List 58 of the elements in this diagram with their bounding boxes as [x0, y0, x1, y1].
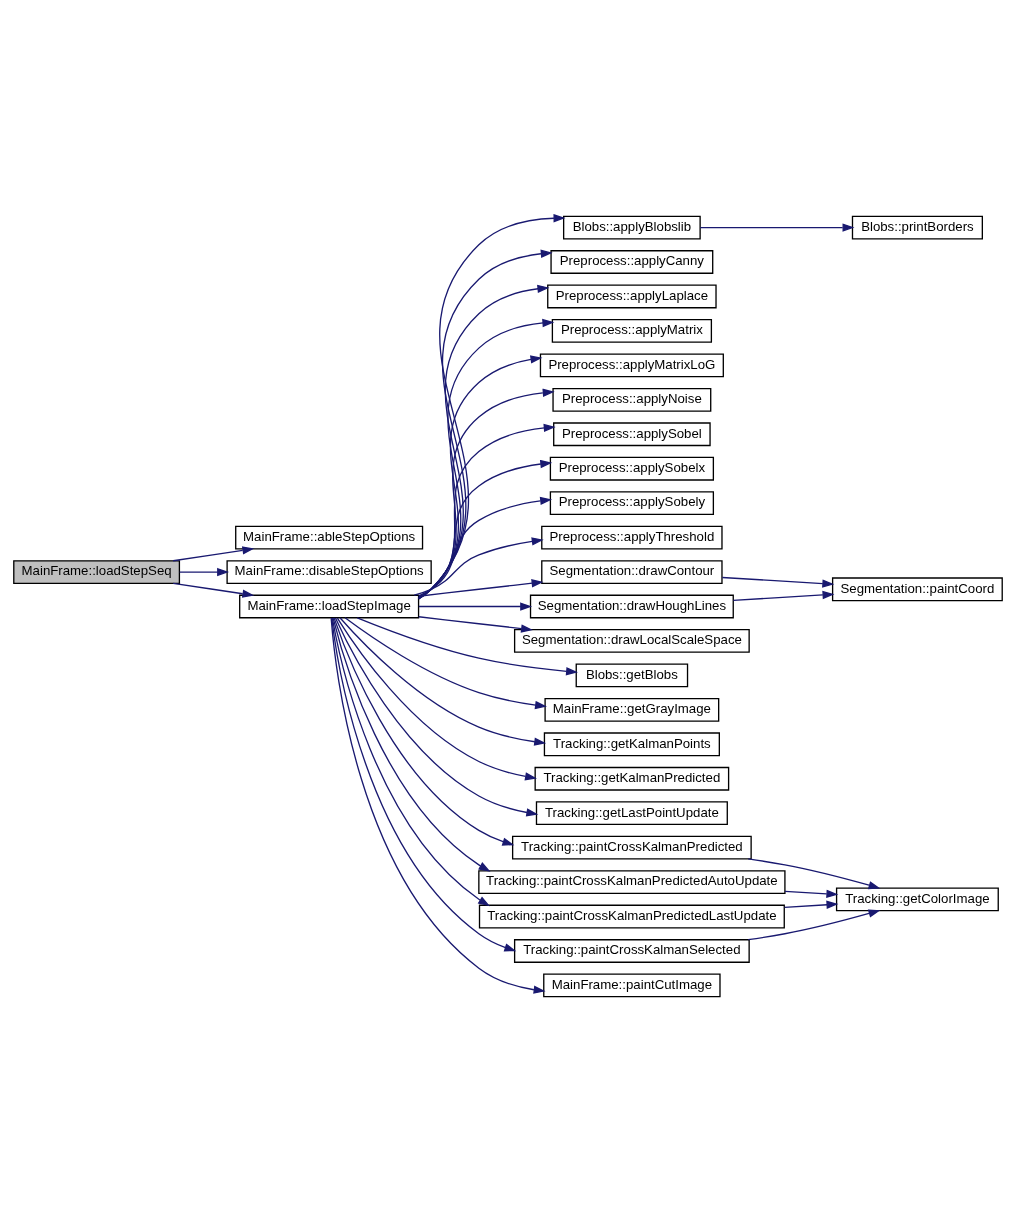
- node-box: Preprocess::applySobelx: [549, 456, 715, 481]
- node-box: Tracking::paintCrossKalmanPredictedLastUpdate: [478, 904, 785, 929]
- arrow: [178, 567, 230, 577]
- node-box: Tracking::getKalmanPoints: [543, 732, 720, 757]
- arrow: [747, 909, 881, 941]
- node-box: Segmentation::paintCoord: [831, 577, 1003, 602]
- arrow: [172, 582, 255, 598]
- node-box: Segmentation::drawHoughLines: [529, 594, 734, 619]
- arrow: [699, 223, 855, 232]
- arrow: [344, 617, 547, 710]
- node-box: Tracking::getLastPointUpdate: [535, 801, 728, 826]
- arrow: [418, 214, 566, 600]
- node-box: Preprocess::applyLaplace: [547, 284, 717, 309]
- node-box: Preprocess::applyThreshold: [541, 525, 723, 550]
- arrow: [333, 617, 515, 846]
- arrow: [418, 459, 553, 598]
- node-box: Preprocess::applyNoise: [552, 387, 712, 412]
- arrow: [172, 546, 255, 562]
- node-box: Tracking::paintCrossKalmanPredicted: [511, 835, 752, 860]
- arrow: [784, 889, 839, 898]
- node-box: Tracking::getColorImage: [835, 887, 999, 912]
- node-box: Blobs::printBorders: [851, 215, 983, 240]
- node-box: Blobs::applyBlobslib: [563, 215, 701, 240]
- node-box: Preprocess::applySobel: [553, 422, 711, 447]
- arrow: [339, 617, 547, 746]
- arrow: [418, 423, 556, 599]
- arrow: [356, 617, 578, 676]
- arrow: [721, 576, 835, 588]
- arrow: [783, 900, 839, 909]
- arrow: [418, 355, 543, 599]
- arrow: [330, 617, 546, 994]
- node-box: MainFrame::loadStepSeq: [13, 560, 181, 584]
- arrow: [331, 617, 517, 952]
- node-box: Segmentation::drawContour: [541, 560, 723, 584]
- node-box: Tracking::getKalmanPredicted: [534, 766, 730, 791]
- node-box: Preprocess::applyMatrix: [551, 319, 713, 343]
- node-box: MainFrame::loadStepImage: [239, 594, 420, 619]
- node-box: MainFrame::ableStepOptions: [235, 525, 424, 550]
- node-box: Preprocess::applyMatrixLoG: [539, 353, 724, 378]
- node-box: MainFrame::paintCutImage: [543, 973, 721, 998]
- node-box: MainFrame::getGrayImage: [544, 697, 720, 722]
- arrow: [336, 617, 537, 781]
- arrow: [732, 590, 835, 602]
- node-box: Preprocess::applySobely: [549, 491, 715, 516]
- arrow: [418, 602, 533, 611]
- arrow: [417, 388, 555, 599]
- node-box: Blobs::getBlobs: [575, 663, 689, 688]
- node-box: MainFrame::disableStepOptions: [226, 560, 432, 584]
- arrow: [747, 858, 881, 890]
- arrow: [418, 496, 553, 597]
- node-box: Tracking::paintCrossKalmanSelected: [513, 939, 750, 963]
- arrow: [334, 617, 539, 817]
- arrow: [413, 537, 544, 596]
- arrow: [418, 579, 544, 597]
- node-box: Tracking::paintCrossKalmanPredictedAutoUpdate: [478, 870, 786, 894]
- arrow: [418, 616, 533, 633]
- node-box: Preprocess::applyCanny: [550, 250, 714, 274]
- node-box: Segmentation::drawLocalScaleSpace: [513, 629, 750, 653]
